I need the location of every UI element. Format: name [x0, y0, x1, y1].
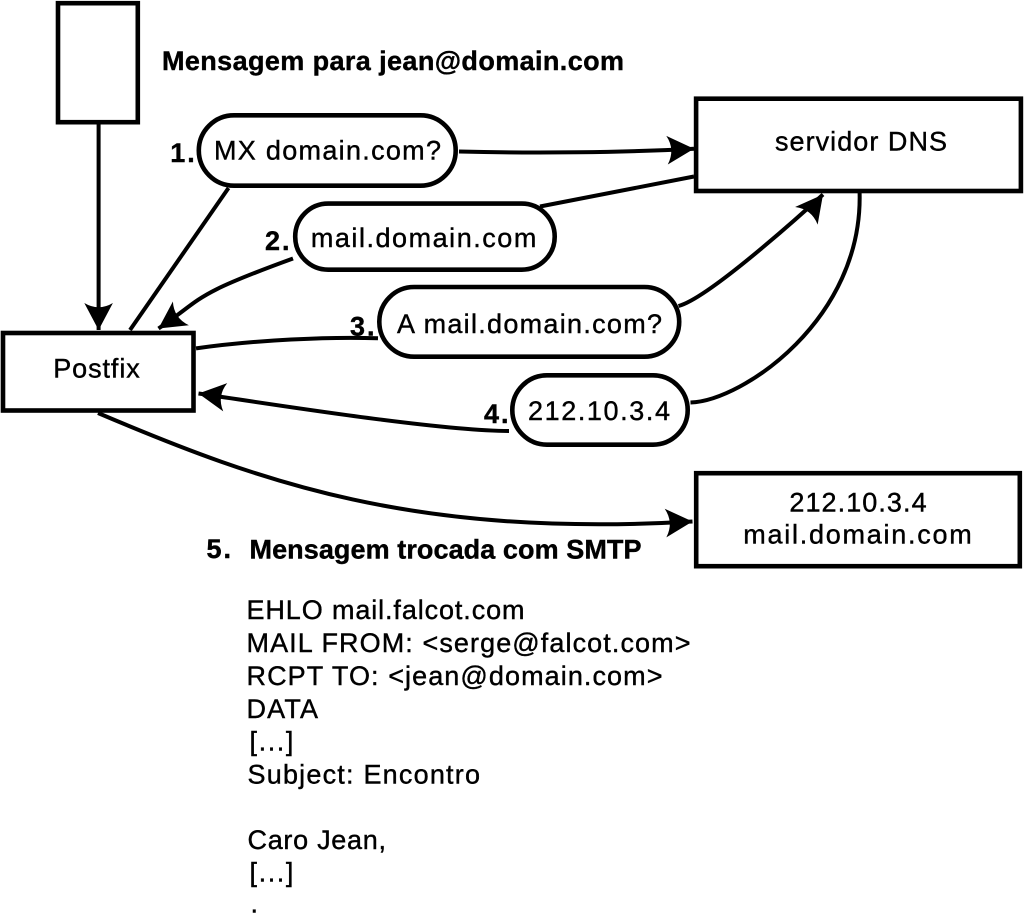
svg-text:Postfix: Postfix: [53, 354, 140, 384]
svg-text:DATA: DATA: [247, 694, 319, 724]
svg-text:2.: 2.: [265, 226, 292, 256]
svg-text:mail.domain.com: mail.domain.com: [743, 520, 972, 550]
svg-text:EHLO mail.falcot.com: EHLO mail.falcot.com: [247, 595, 525, 625]
svg-text:Caro Jean,: Caro Jean,: [248, 825, 387, 855]
svg-text:[...]: [...]: [250, 727, 296, 757]
svg-text:.: .: [251, 889, 259, 919]
svg-text:212.10.3.4: 212.10.3.4: [789, 488, 926, 518]
svg-text:RCPT TO: <jean@domain.com>: RCPT TO: <jean@domain.com>: [247, 661, 663, 691]
svg-text:[...]: [...]: [250, 858, 296, 888]
svg-text:4.: 4.: [484, 399, 511, 429]
svg-text:Mensagem trocada com SMTP: Mensagem trocada com SMTP: [250, 535, 642, 565]
svg-text:3.: 3.: [350, 312, 377, 342]
svg-text:Subject: Encontro: Subject: Encontro: [248, 760, 481, 790]
svg-text:MX domain.com?: MX domain.com?: [214, 136, 441, 166]
svg-text:servidor DNS: servidor DNS: [775, 127, 947, 157]
svg-text:MAIL FROM: <serge@falcot.com>: MAIL FROM: <serge@falcot.com>: [247, 628, 691, 658]
svg-text:212.10.3.4: 212.10.3.4: [528, 396, 670, 426]
svg-text:A mail.domain.com?: A mail.domain.com?: [397, 309, 662, 339]
svg-text:mail.domain.com: mail.domain.com: [311, 223, 536, 253]
svg-text:Mensagem para jean@domain.com: Mensagem para jean@domain.com: [162, 46, 624, 76]
svg-text:5.: 5.: [207, 534, 234, 564]
svg-text:1.: 1.: [170, 138, 197, 168]
